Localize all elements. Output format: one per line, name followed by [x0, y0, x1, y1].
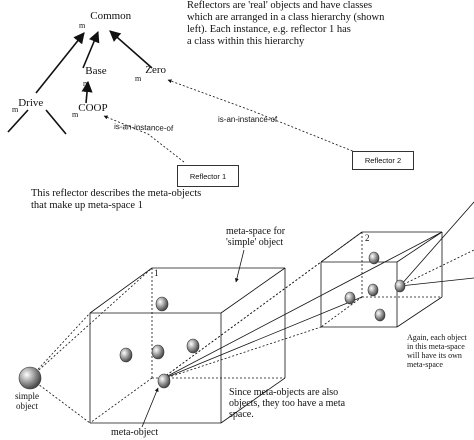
- meta-object-sphere: [186, 338, 200, 354]
- text-line: meta-space: [407, 360, 443, 369]
- class-coop-label: mCOOP: [72, 102, 108, 119]
- again-note: Again, each object in this meta-space wi…: [407, 333, 467, 369]
- meta-object-sphere: [157, 373, 171, 389]
- simple-object-sphere: [18, 366, 42, 390]
- base-to-common-arrow: [82, 30, 100, 69]
- class-zero-label: mZero: [135, 65, 166, 83]
- simple-object-label: simple object: [15, 391, 39, 411]
- class-base-label: m Base: [83, 66, 111, 88]
- coop-to-base-arrow: [81, 80, 93, 104]
- instance-of-arrows: [103, 79, 361, 163]
- text-line: object: [16, 401, 38, 411]
- drive-left-branch: [7, 109, 29, 133]
- text-line: Reflectors are 'real' objects and have c…: [187, 0, 373, 11]
- text-line: which are arranged in a class hierarchy …: [187, 12, 385, 23]
- meta-object-sphere: [394, 279, 406, 293]
- meta-object-arrow: [141, 387, 159, 428]
- class-name: COOP: [78, 102, 108, 114]
- meta-space-callout-arrow: [234, 249, 245, 283]
- text-line: space.: [229, 409, 254, 420]
- instance-of-label-2: is-an-instance-of: [218, 115, 278, 124]
- meta-object-sphere: [155, 296, 169, 312]
- class-common-label: m Common: [79, 11, 131, 31]
- meta-space-1-number: 1: [154, 268, 159, 278]
- meta-space-callout: meta-space for 'simple' object: [226, 226, 285, 248]
- meta-objects-note: Since meta-objects are also objects, the…: [229, 387, 345, 420]
- reflector2-instance-arrow: [167, 79, 361, 155]
- drive-to-common-arrow: [35, 32, 85, 94]
- meta-space-2-number: 2: [365, 233, 370, 243]
- class-prefix: m: [79, 21, 86, 30]
- class-hierarchy-arrows: [7, 30, 153, 135]
- class-prefix: m: [135, 74, 142, 83]
- text-line: Since meta-objects are also: [229, 387, 339, 398]
- class-name: Common: [90, 10, 132, 22]
- meta-object-sphere: [344, 291, 356, 305]
- text-line: in this meta-space: [407, 342, 465, 351]
- text-line: that make up meta-space 1: [31, 200, 143, 211]
- meta-object-label: meta-object: [111, 427, 159, 438]
- class-prefix: m: [83, 79, 90, 88]
- meta-object-sphere: [367, 283, 379, 297]
- class-name: Base: [85, 65, 107, 77]
- class-name: Zero: [145, 64, 166, 76]
- text-line: simple: [15, 391, 39, 401]
- meta-object-sphere: [151, 344, 165, 360]
- text-line: 'simple' object: [226, 237, 284, 248]
- text-line: objects, they too have a meta: [229, 398, 346, 409]
- meta-object-sphere: [119, 347, 133, 363]
- zero-to-common-arrow: [109, 30, 153, 69]
- projection-lines: [29, 201, 474, 424]
- reflector1-instance-arrow: [103, 115, 185, 163]
- meta-space-1-cube: [89, 267, 286, 424]
- drive-right-branch: [45, 109, 67, 135]
- reflector-1-note: This reflector describes the meta-object…: [31, 188, 201, 212]
- text-line: will have its own: [407, 351, 462, 360]
- class-prefix: m: [72, 110, 79, 119]
- class-prefix: m: [12, 105, 19, 114]
- text-line: a class within this hierarchy: [187, 36, 305, 47]
- meta-object-sphere: [368, 251, 380, 265]
- spheres: [18, 251, 406, 390]
- reflector-explanation: Reflectors are 'real' objects and have c…: [187, 0, 384, 48]
- text-line: This reflector describes the meta-object…: [31, 188, 202, 199]
- class-drive-label: mDrive: [12, 97, 44, 114]
- reflector-1-box: Reflector 1: [177, 165, 239, 187]
- text-line: Again, each object: [407, 333, 467, 342]
- class-name: Drive: [18, 97, 44, 109]
- text-line: meta-space for: [226, 226, 286, 237]
- meta-object-sphere: [374, 308, 386, 322]
- text-line: left). Each instance, e.g. reflector 1 h…: [187, 24, 351, 35]
- reflector-2-box: Reflector 2: [352, 151, 414, 170]
